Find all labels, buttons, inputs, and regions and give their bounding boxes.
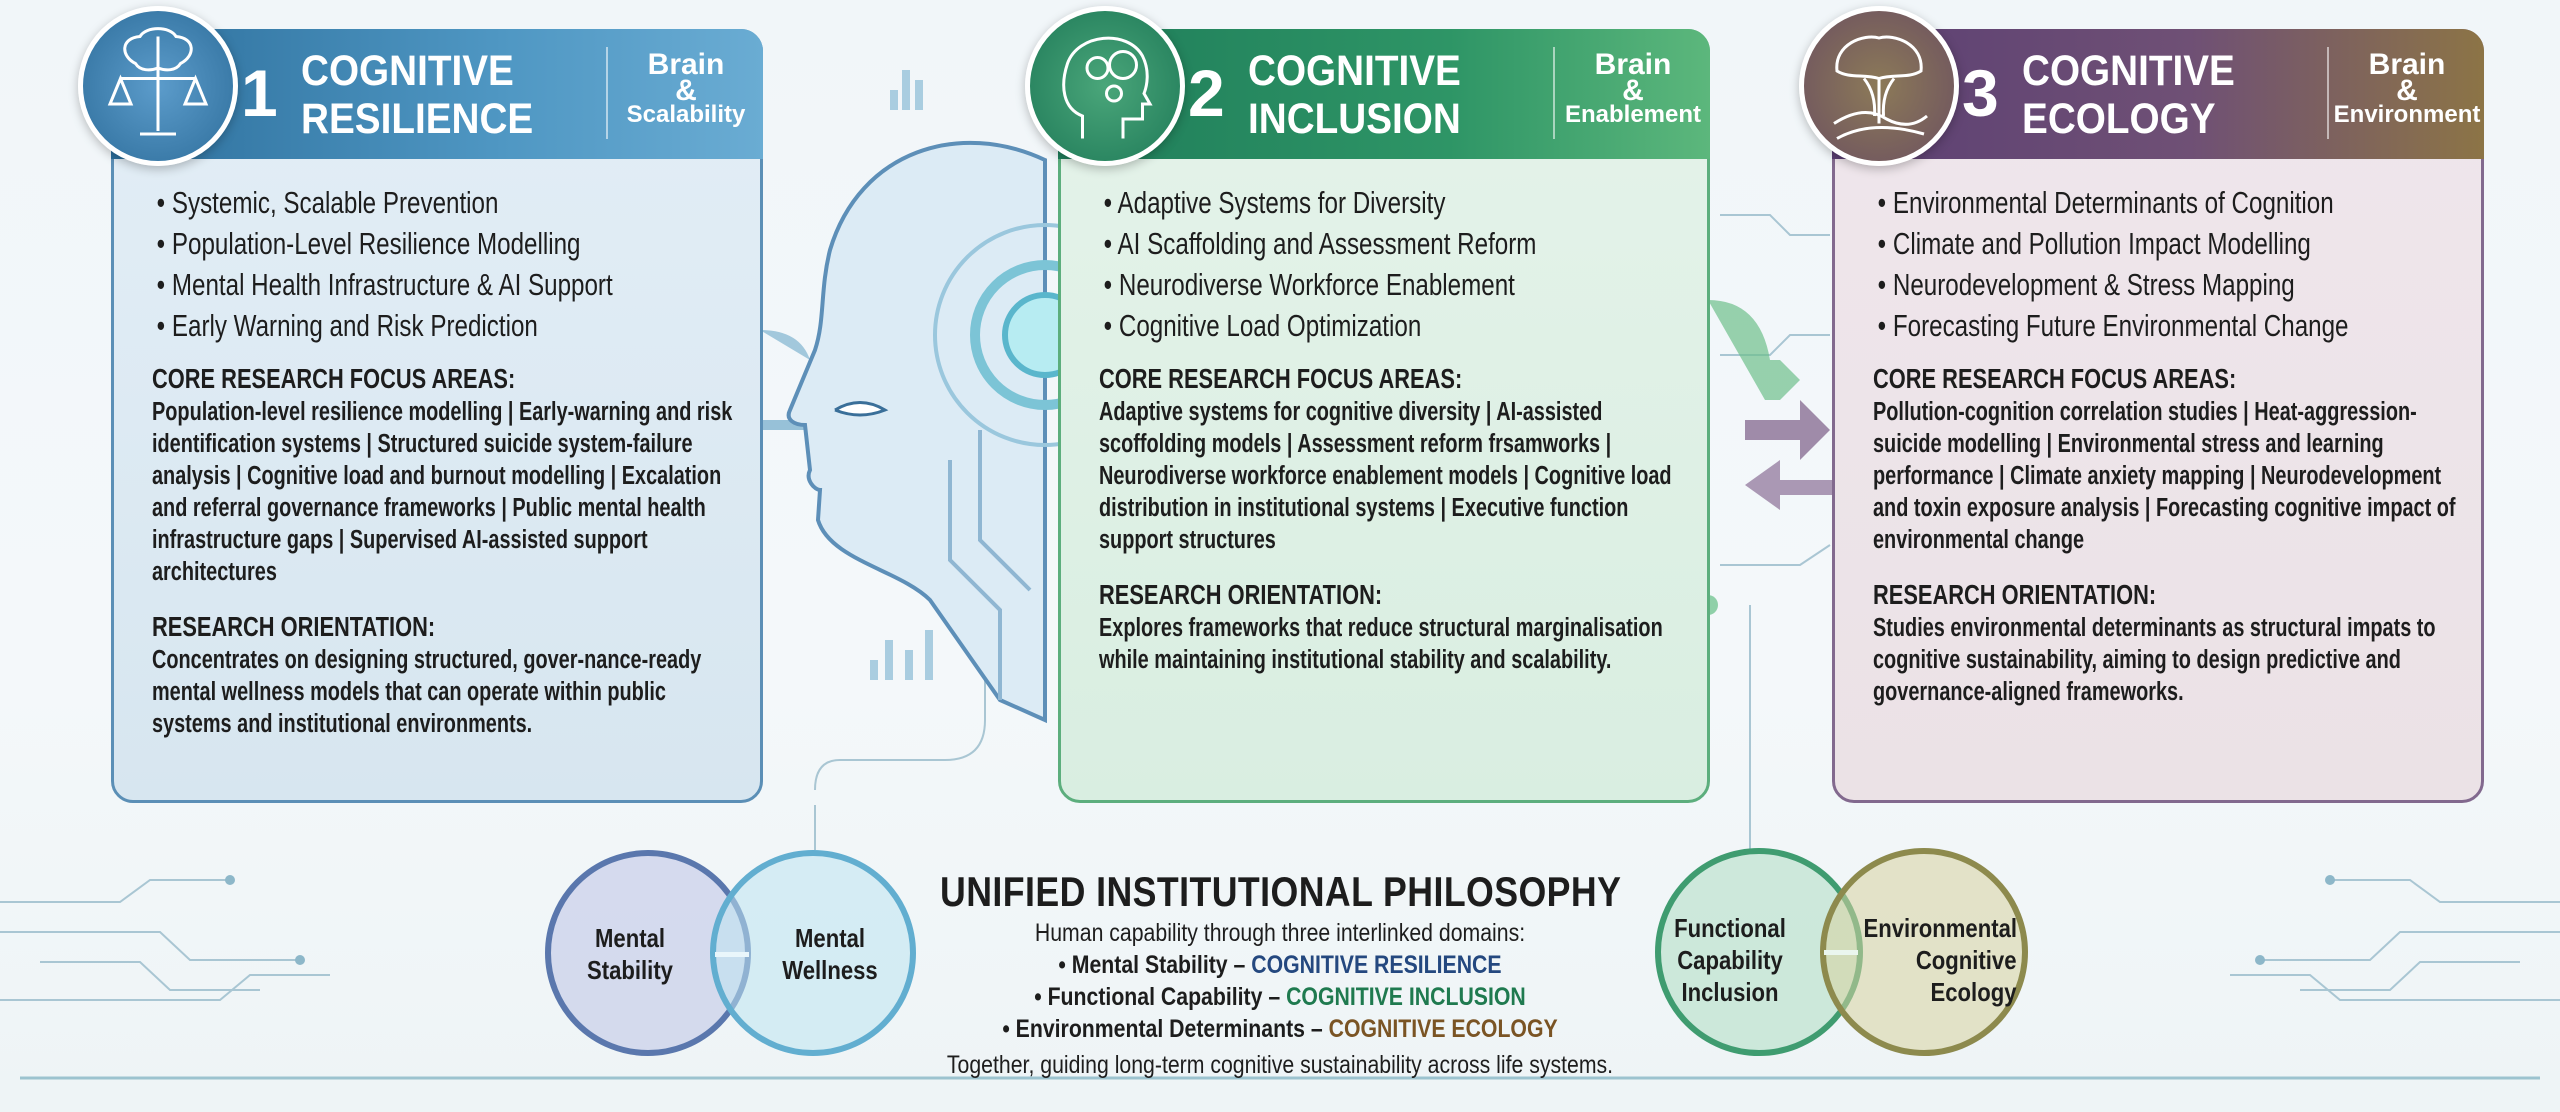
subtitle-top: Brain xyxy=(647,48,725,81)
subtitle-top: Brain xyxy=(2368,48,2446,81)
card-number: 2 xyxy=(1188,56,1225,130)
bullet-item: • Climate and Pollution Impact Modelling xyxy=(1877,226,2311,261)
title-line: COGNITIVE xyxy=(2022,47,2235,95)
card-number: 3 xyxy=(1962,56,1999,130)
title-line: COGNITIVE xyxy=(1248,47,1461,95)
bullet-item: • Environmental Determinants of Cognitio… xyxy=(1877,185,2334,220)
philosophy-item: • Mental Stability – COGNITIVE RESILIENC… xyxy=(1058,951,1502,979)
title-line: ECOLOGY xyxy=(2022,95,2216,143)
focus-heading: CORE RESEARCH FOCUS AREAS: xyxy=(152,363,516,394)
bullet-item: • Neurodiverse Workforce Enablement xyxy=(1103,267,1515,302)
venn-circle-mental-wellness xyxy=(710,850,916,1056)
subtitle-amp: & xyxy=(2396,74,2418,107)
focus-text: Pollution-cognition correlation studies … xyxy=(1873,398,2456,554)
bullet-item: • Population-Level Resilience Modelling xyxy=(156,226,581,261)
subtitle-bottom: Scalability xyxy=(626,101,746,128)
bullet-item: • Systemic, Scalable Prevention xyxy=(156,185,499,220)
orientation-text: Concentrates on designing structured, go… xyxy=(152,646,702,738)
brain-scales-icon xyxy=(78,6,238,166)
divider xyxy=(606,47,608,139)
divider xyxy=(2327,47,2329,139)
card-subtitle: Brain&Enablement xyxy=(1558,49,1708,128)
orientation-heading: RESEARCH ORIENTATION: xyxy=(152,611,436,642)
orientation-text: Studies environmental determinants as st… xyxy=(1873,614,2436,706)
bullet-item: • Forecasting Future Environmental Chang… xyxy=(1877,308,2349,343)
title-line: RESILIENCE xyxy=(301,95,534,143)
bullet-item: • AI Scaffolding and Assessment Reform xyxy=(1103,226,1537,261)
bullet-item: • Adaptive Systems for Diversity xyxy=(1103,185,1446,220)
philosophy-item: • Environmental Determinants – COGNITIVE… xyxy=(1002,1015,1558,1043)
focus-text: Adaptive systems for cognitive diversity… xyxy=(1099,398,1672,554)
card-subtitle: Brain&Scalability xyxy=(611,49,761,128)
title-line: COGNITIVE xyxy=(301,47,514,95)
card-body: • Environmental Determinants of Cognitio… xyxy=(1873,182,2466,708)
orientation-text: Explores frameworks that reduce structur… xyxy=(1099,614,1663,674)
subtitle-amp: & xyxy=(675,74,697,107)
philosophy-title: UNIFIED INSTITUTIONAL PHILOSOPHY xyxy=(940,868,1622,915)
bullet-item: • Mental Health Infrastructure & AI Supp… xyxy=(156,267,613,302)
bullet-item: • Cognitive Load Optimization xyxy=(1103,308,1422,343)
tree-landscape-icon xyxy=(1799,6,1959,166)
orientation-heading: RESEARCH ORIENTATION: xyxy=(1873,579,2157,610)
title-line: INCLUSION xyxy=(1248,95,1461,143)
card-subtitle: Brain&Environment xyxy=(2332,49,2482,128)
orientation-heading: RESEARCH ORIENTATION: xyxy=(1099,579,1383,610)
head-gears-icon xyxy=(1025,6,1185,166)
bullet-item: • Neurodevelopment & Stress Mapping xyxy=(1877,267,2295,302)
focus-heading: CORE RESEARCH FOCUS AREAS: xyxy=(1099,363,1463,394)
bullet-item: • Early Warning and Risk Prediction xyxy=(156,308,538,343)
philosophy-intro: Human capability through three interlink… xyxy=(1034,919,1526,947)
philosophy-item: • Functional Capability – COGNITIVE INCL… xyxy=(1034,983,1526,1011)
subtitle-amp: & xyxy=(1622,74,1644,107)
divider xyxy=(1553,47,1555,139)
philosophy-closing: Together, guiding long-term cognitive su… xyxy=(946,1051,1614,1079)
venn-connector xyxy=(1824,950,1858,955)
card-body: • Adaptive Systems for Diversity • AI Sc… xyxy=(1099,182,1692,676)
card-number: 1 xyxy=(241,56,278,130)
subtitle-top: Brain xyxy=(1594,48,1672,81)
card-body: • Systemic, Scalable Prevention • Popula… xyxy=(152,182,745,740)
venn-connector xyxy=(715,952,749,957)
subtitle-bottom: Enablement xyxy=(1564,101,1702,128)
focus-heading: CORE RESEARCH FOCUS AREAS: xyxy=(1873,363,2237,394)
subtitle-bottom: Environment xyxy=(2333,101,2481,128)
focus-text: Population-level resilience modelling | … xyxy=(152,398,733,586)
